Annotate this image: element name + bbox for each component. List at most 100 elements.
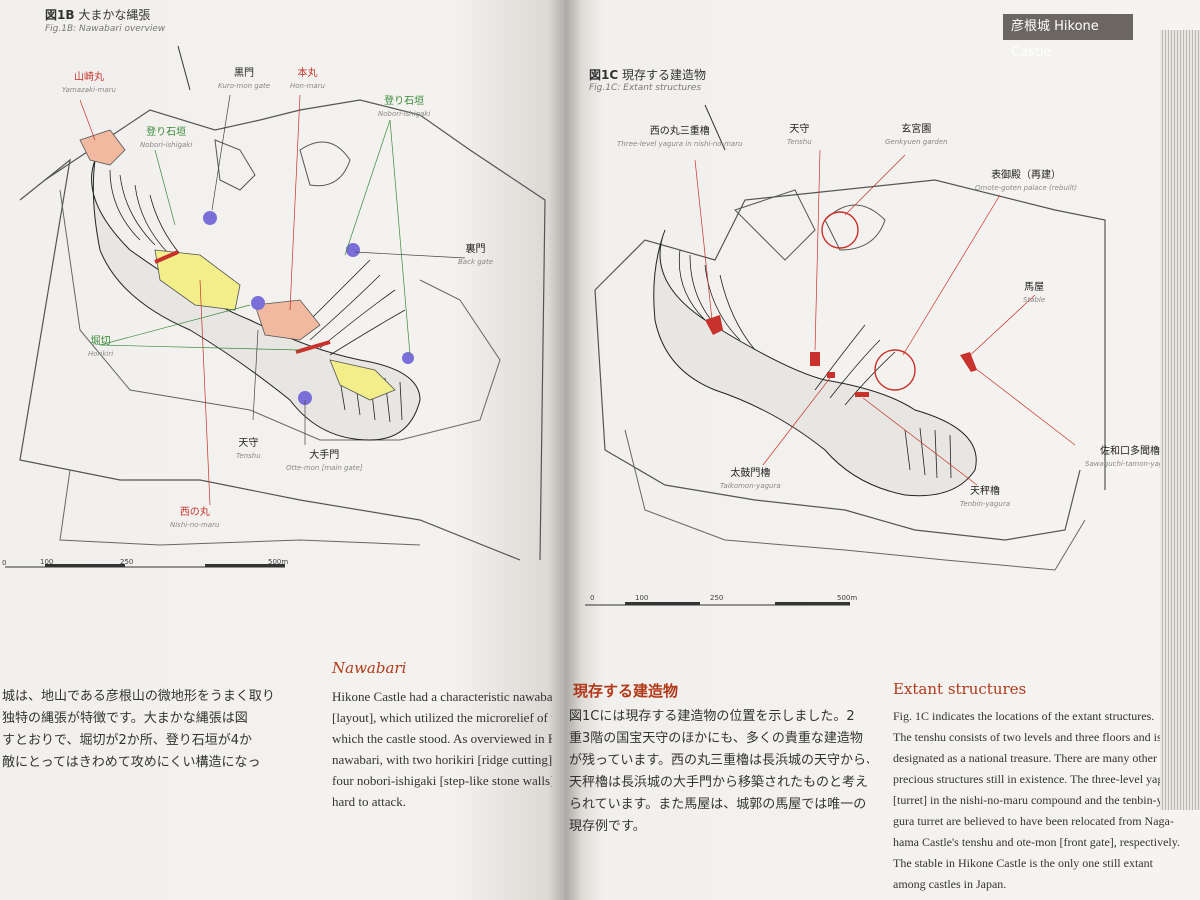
extant-map	[585, 104, 1106, 606]
garden-outline	[214, 139, 256, 191]
yamazaki-maru-area	[79, 129, 126, 166]
red-wall	[295, 340, 331, 354]
nawabari-map	[5, 45, 546, 568]
outer-moat-line	[44, 99, 546, 561]
gate-marker	[402, 352, 414, 364]
leader-line	[354, 251, 466, 259]
leader-line	[902, 194, 1001, 356]
figure-title-ja: 大まかな縄張	[78, 8, 151, 22]
scale-bar-segment	[625, 602, 700, 605]
lower-moat-line	[59, 469, 421, 546]
leader-line	[99, 344, 301, 351]
leader-line	[694, 159, 713, 321]
gate-marker	[346, 243, 360, 257]
leader-line	[99, 304, 251, 346]
structure-taikomon	[827, 372, 835, 378]
figure-number: 図1C	[589, 68, 619, 82]
hon-maru-area	[254, 299, 321, 341]
section-heading-ja: 現存する建造物	[573, 682, 679, 700]
scale-label: 500m	[837, 594, 858, 602]
scale-label: 100	[40, 558, 54, 566]
leader-line	[862, 397, 978, 486]
scale-label: 0	[2, 559, 7, 567]
right-body-ja: 図1Cには現存する建造物の位置を示しました。2 重3階の国宝天守のほかにも、多く…	[569, 709, 869, 834]
gate-marker	[251, 296, 265, 310]
outer-moat-line-2	[594, 289, 1081, 541]
leader-line	[974, 367, 1076, 446]
figure-title-ja: 現存する建造物	[622, 68, 707, 82]
scale-bar-segment	[205, 564, 285, 567]
garden-outline	[734, 189, 816, 261]
sub-enclosure-area	[329, 359, 396, 401]
leader-line	[762, 377, 831, 466]
section-heading-nawabari: Nawabari	[332, 659, 407, 677]
scale-label: 500m	[268, 558, 289, 566]
leader-line	[79, 99, 96, 141]
north-arrow	[177, 45, 191, 91]
scale-label: 100	[635, 594, 649, 602]
scale-label: 0	[590, 594, 595, 602]
leader-line	[199, 279, 211, 506]
scale-label: 250	[710, 594, 724, 602]
structure-sawaguchi	[960, 352, 977, 372]
left-body-ja: 城は、地山である彦根山の微地形をうまく取り 独特の縄張が特徴です。大まかな縄張は…	[2, 689, 275, 770]
left-page: 図1B 大まかな縄張 Fig.1B: Nawabari overview	[0, 0, 566, 900]
map-label-omote-goten: 表御殿（再建）Omote-goten palace (rebuilt)	[975, 170, 1078, 192]
structure-tenbin	[855, 392, 869, 397]
hill-hatching	[109, 169, 191, 266]
hill-outline	[653, 229, 977, 497]
right-page: 彦根城 Hikone Castle 図1C 現存する建造物 Fig.1C: Ex…	[565, 0, 1200, 900]
leader-line	[964, 294, 1036, 361]
leader-line	[814, 149, 821, 351]
leader-line	[844, 154, 906, 216]
scale-bar-segment	[775, 602, 850, 605]
hill-hatching-2	[814, 324, 896, 406]
page-header: 彦根城 Hikone Castle	[1003, 14, 1133, 60]
lower-moat-line	[624, 429, 1086, 571]
figure-title-en: Fig.1B: Nawabari overview	[45, 24, 166, 34]
pond-outline	[824, 204, 886, 251]
figure-title: 図1C 現存する建造物	[589, 66, 706, 83]
pond-outline	[299, 141, 351, 187]
genkyuen-circle	[821, 211, 859, 249]
red-wall	[154, 250, 179, 264]
nishi-no-maru-area	[154, 249, 241, 311]
hill-hatching-3	[904, 427, 952, 479]
scale-label: 250	[120, 558, 134, 566]
leader-line	[289, 94, 301, 311]
book-gutter	[548, 0, 582, 900]
structure-nishinomaru-yagura	[705, 315, 723, 335]
leader-line	[154, 149, 176, 226]
omote-goten-circle	[874, 349, 916, 391]
leader-line	[344, 119, 391, 256]
figure-number: 図1B	[45, 8, 75, 22]
scale-bar-segment	[45, 564, 125, 567]
section-heading-en: Extant structures	[893, 680, 1027, 698]
hill-hatching-2	[299, 259, 406, 356]
outer-moat-line-2	[19, 158, 521, 561]
page-edge-stack	[1160, 30, 1200, 810]
gate-marker	[298, 391, 312, 405]
outer-moat-line	[594, 179, 1106, 490]
north-arrow	[704, 104, 726, 151]
right-body-en: Fig. 1C indicates the locations of the e…	[893, 709, 1180, 891]
leader-line	[252, 329, 259, 421]
left-body-en: Hikone Castle had a characteristic nawab…	[332, 689, 552, 809]
